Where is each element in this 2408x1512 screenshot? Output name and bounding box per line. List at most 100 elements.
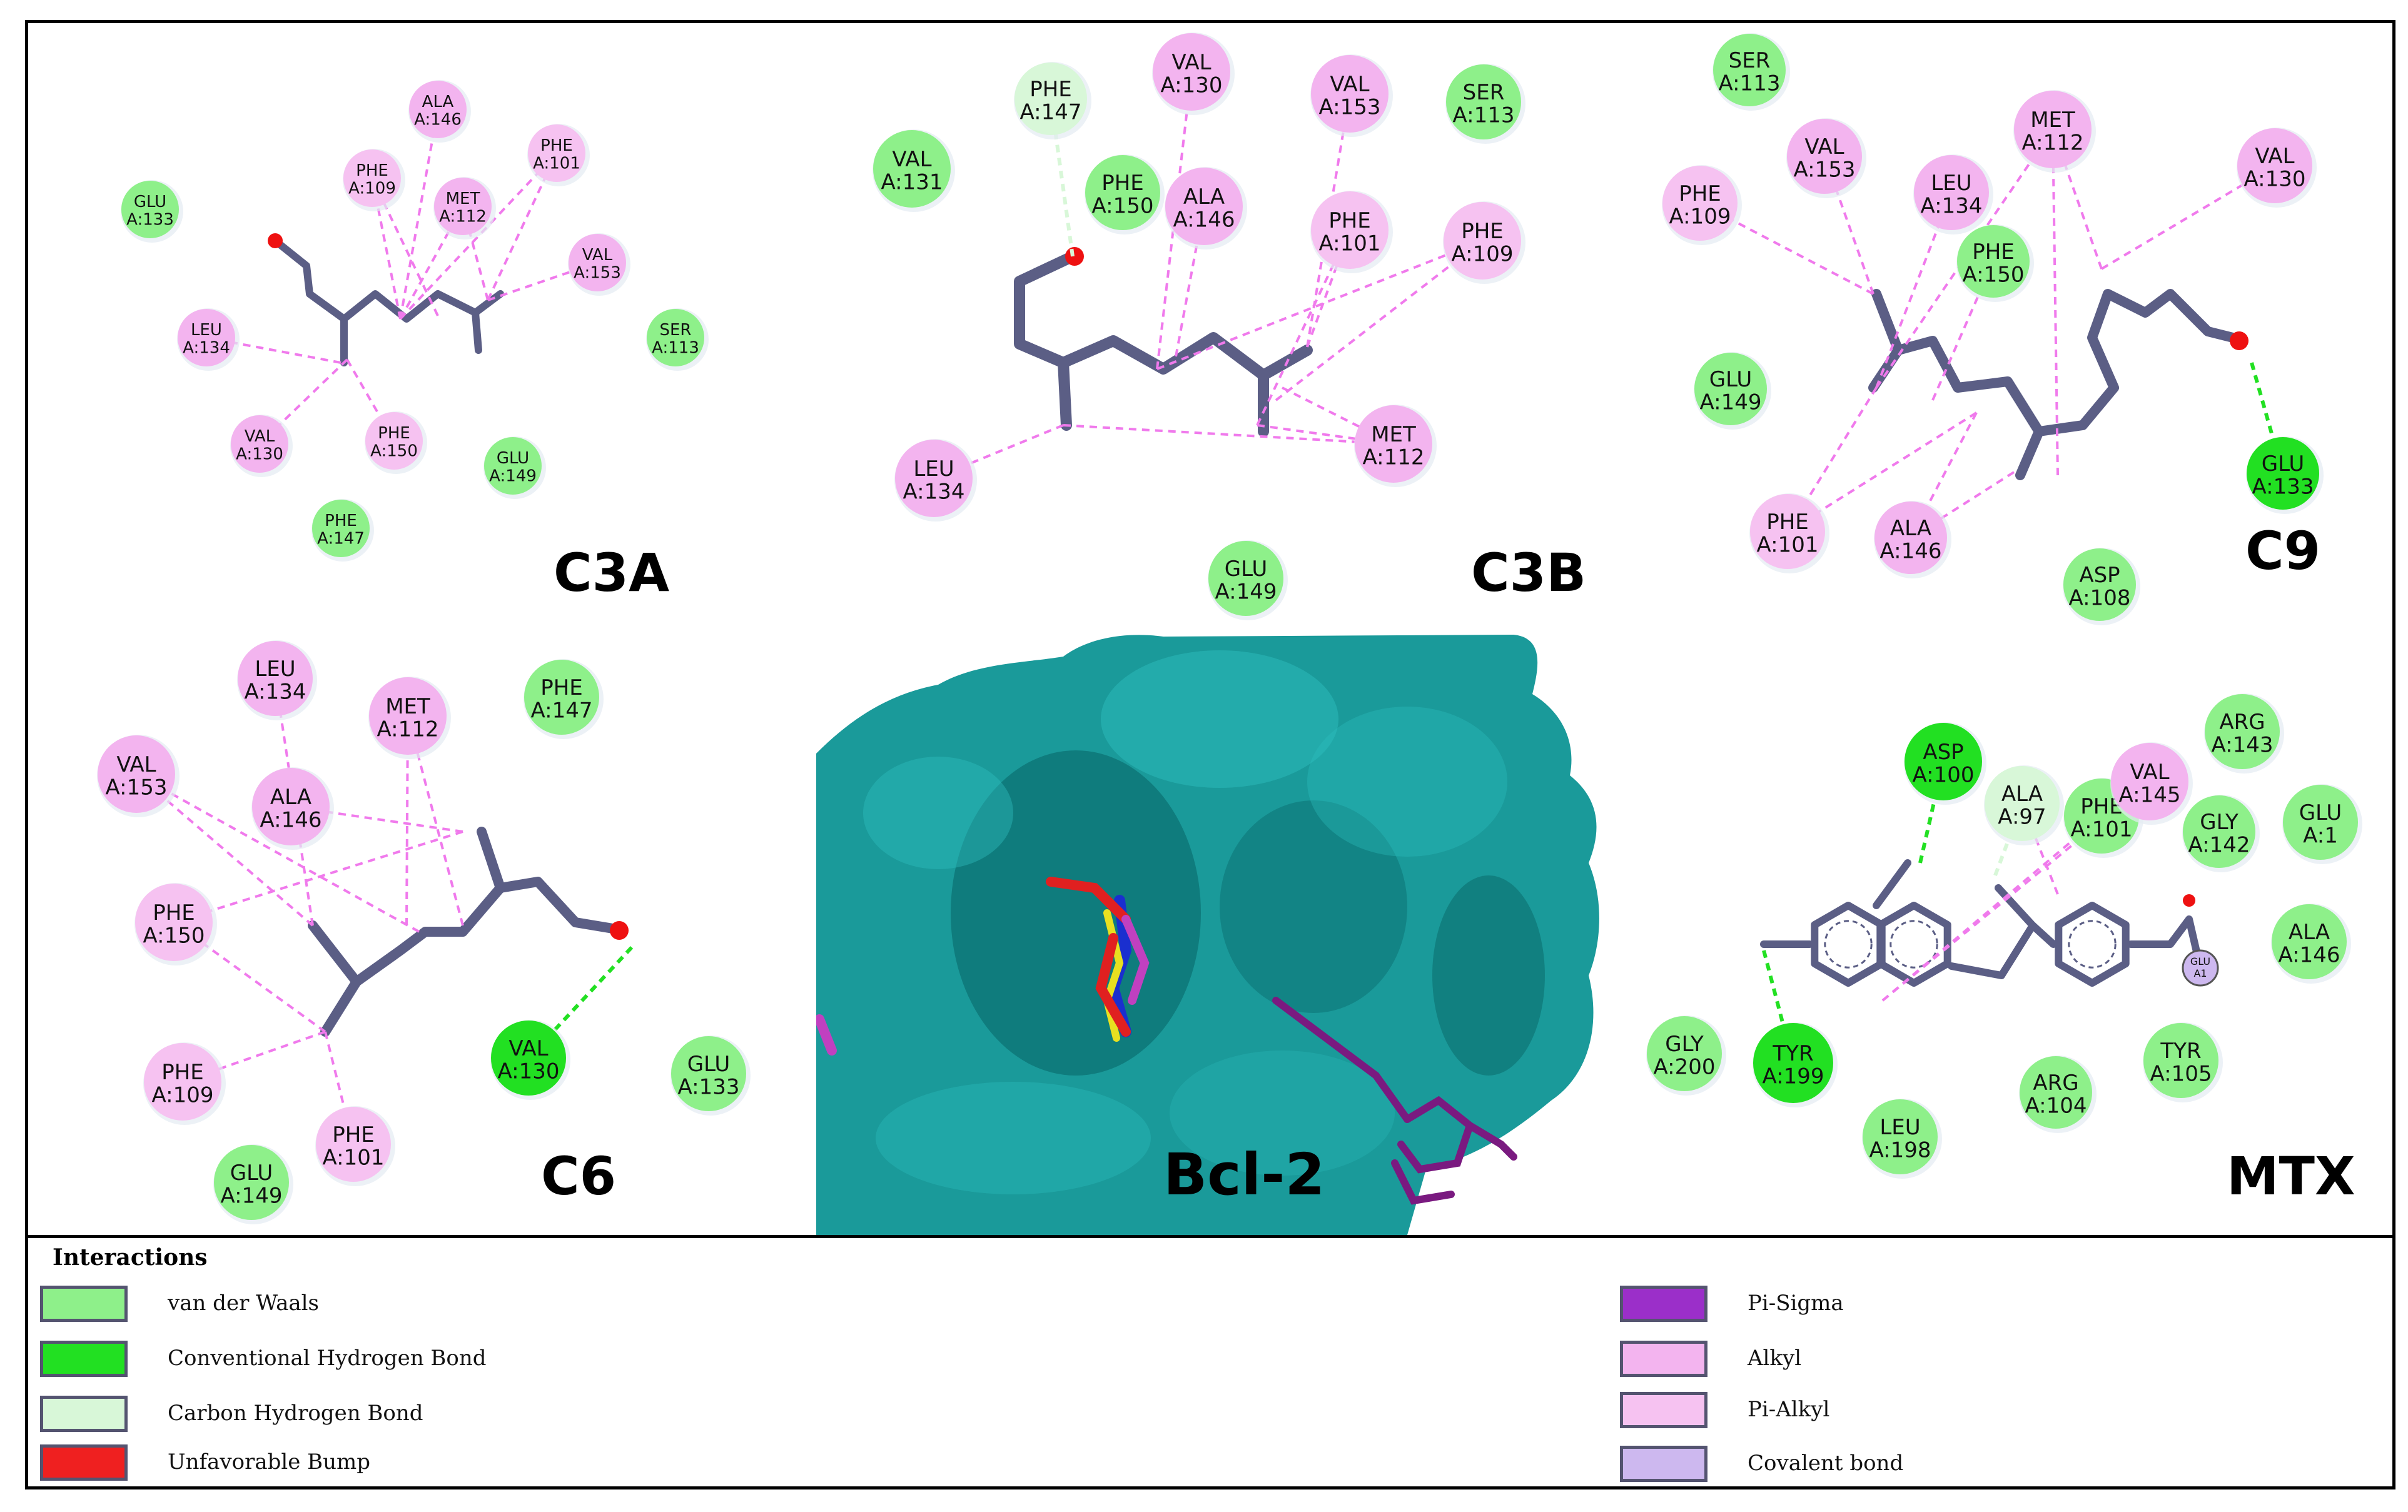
legend-label: Carbon Hydrogen Bond: [168, 1401, 423, 1426]
ligand-c6-chain: [352, 827, 505, 987]
residue-number: A:112: [2021, 130, 2083, 155]
interaction-line-c9-met112: [2051, 129, 2059, 476]
residue-name: TYR: [1772, 1041, 1813, 1066]
residue-name: VAL: [245, 427, 275, 446]
interaction-line-mtx-phe101: [1881, 815, 2103, 1002]
ligand-mtx-benzoyl-ring-aromatic: [2068, 920, 2117, 969]
residue-number: A:153: [1793, 157, 1855, 182]
residue-number: A:134: [903, 479, 964, 504]
legend-label: Conventional Hydrogen Bond: [168, 1346, 487, 1371]
surface-shade: [1220, 800, 1407, 1013]
residue-name: ASP: [2079, 563, 2120, 588]
residue-name: GLU: [687, 1052, 730, 1077]
residue-number: A:109: [348, 179, 396, 198]
residue-number: A:134: [244, 679, 306, 704]
residue-name: VAL: [2130, 760, 2169, 785]
residue-number: A:133: [677, 1074, 739, 1099]
residue-number: A:153: [1318, 94, 1380, 119]
interaction-line-c3a-ala146: [399, 109, 439, 320]
legend-swatch-alkyl: [1620, 1341, 1707, 1377]
residue-number: A:101: [1756, 532, 1818, 557]
residue-name: MET: [385, 694, 430, 719]
residue-name: ARG: [2219, 710, 2265, 735]
residue-number: A:97: [1998, 804, 2046, 829]
residue-name: PHE: [378, 424, 410, 443]
residue-name: ASP: [1923, 740, 1963, 765]
residue-number: A:145: [2118, 782, 2180, 807]
residue-number: A:105: [2150, 1061, 2212, 1086]
ligand-c6-hydrogen: [630, 942, 640, 952]
ligand-mtx-carboxyl: [2127, 915, 2204, 972]
residue-name: GLU: [1225, 557, 1267, 582]
interaction-line-mtx-asp100: [1918, 761, 1945, 864]
residue-name: VAL: [2255, 144, 2294, 169]
residue-name: VAL: [1330, 72, 1369, 97]
residue-name: PHE: [1101, 171, 1144, 196]
legend-divider: [25, 1235, 2395, 1238]
residue-number: A:104: [2025, 1093, 2087, 1118]
legend-swatch-pi_alkyl: [1620, 1392, 1707, 1428]
residue-name: VAL: [1171, 50, 1211, 75]
legend-label: Pi-Alkyl: [1748, 1397, 1830, 1422]
residue-name: SER: [660, 321, 692, 340]
residue-number: A:153: [105, 775, 167, 800]
ligand-mtx-methyl: [1995, 884, 2036, 929]
residue-name: VAL: [582, 246, 613, 265]
legend-label: Alkyl: [1748, 1346, 1802, 1371]
legend-label: Pi-Sigma: [1748, 1291, 1844, 1316]
interaction-line-c6-val153: [136, 773, 420, 933]
residue-number: A:113: [1452, 103, 1514, 128]
residue-name: SER: [1463, 80, 1505, 105]
residue-number: A:101: [2070, 817, 2132, 842]
residue-number: A:112: [439, 208, 487, 226]
ligand-c3b-oxygen: [1065, 247, 1084, 266]
residue-name: SER: [1729, 48, 1771, 73]
residue-number: A:100: [1912, 762, 1974, 787]
residue-number: A:113: [652, 339, 699, 358]
ligand-c6-chain: [308, 920, 362, 1037]
ligand-mtx-oxygen: [2183, 894, 2195, 907]
ligand-c3a-chain: [271, 237, 348, 366]
ligand-c9-chain: [1893, 336, 2044, 480]
surface-highlight: [876, 1082, 1151, 1194]
residue-name: TYR: [2160, 1039, 2201, 1064]
ligand-c3a-chain: [340, 290, 504, 323]
residue-number: A:1: [2303, 823, 2338, 848]
residue-number: A:109: [151, 1082, 213, 1107]
ligand-mtx-benzoyl-ring: [2055, 902, 2130, 987]
residue-name: ALA: [1890, 516, 1931, 541]
residue-number: A:130: [2244, 166, 2305, 191]
legend-label: Unfavorable Bump: [168, 1449, 371, 1474]
residue-number: A:147: [1019, 99, 1081, 124]
residue-number: A:146: [1173, 207, 1235, 232]
bound-ligands: [816, 877, 1517, 1205]
interaction-line-c9-ala146: [1910, 412, 1978, 538]
residue-number: A:147: [317, 530, 365, 548]
interaction-line-c3b-met112: [1257, 424, 1394, 445]
residue-number: A:134: [1920, 193, 1982, 218]
ligand-c3a-branch: [472, 309, 482, 354]
